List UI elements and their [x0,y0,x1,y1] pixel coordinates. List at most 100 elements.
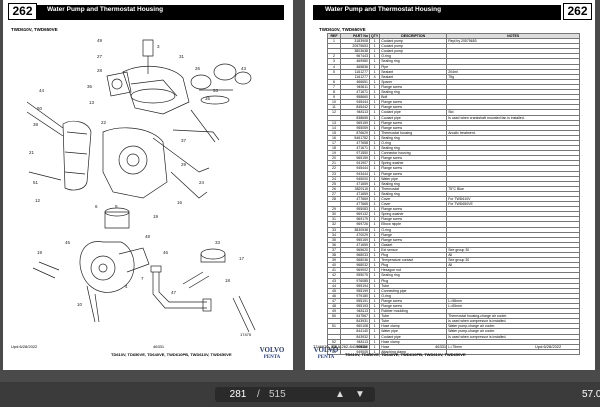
cell-qty: 1 [368,221,381,228]
drawing-reference-number: 17475 [240,332,252,337]
svg-text:48: 48 [145,234,151,239]
cell-notes [446,348,581,355]
caret-down-icon[interactable]: ▼ [355,389,365,400]
cell-qty: 1 [368,201,381,208]
model-subtitle: TWD610V, TWD650VE [11,27,58,32]
cell-qty: 1 [368,160,381,167]
svg-text:33: 33 [215,240,221,245]
total-pages: 515 [269,389,286,400]
cell-qty: 1 [368,99,381,106]
cell-qty: 1 [368,53,381,60]
zoom-level[interactable]: 57.0 [582,389,600,400]
cell-qty: 4 [368,73,381,80]
cell-qty: 1 [368,94,381,101]
svg-text:7: 7 [141,276,144,281]
cell-qty: 1 [368,262,381,269]
page-header: Water Pump and Thermostat Housing [313,5,561,20]
cell-qty: 1 [368,63,381,70]
svg-text:44: 44 [39,88,45,93]
cell-qty: 1 [368,338,381,345]
left-page: Water Pump and Thermostat Housing 262 TW… [3,0,293,370]
right-page: Water Pump and Thermostat Housing 262 TW… [305,0,595,370]
cell-qty: 1 [368,333,381,340]
svg-text:26: 26 [195,66,201,71]
cell-qty: 1 [368,104,381,111]
cell-qty: 1 [368,206,381,213]
svg-text:18: 18 [225,278,231,283]
page-navigator: 281 / 515 ▲ ▼ [215,387,375,402]
footer-models: TD610V, TD650VE, TD640VE, TWD610PB, TWD6… [111,352,232,357]
cell-qty: 1 [368,129,381,136]
cell-qty: 1 [368,277,381,284]
column-header-notes: NOTES [446,32,581,40]
svg-text:47: 47 [171,290,177,295]
cell-qty: 1 [368,38,381,45]
page-number-box: 262 [8,3,37,20]
cell-qty: 1 [368,318,381,325]
svg-text:19: 19 [37,250,43,255]
svg-text:4: 4 [125,284,128,289]
svg-text:50: 50 [37,106,43,111]
cell-qty: 1 [368,216,381,223]
svg-text:36: 36 [87,84,93,89]
cell-qty: 1 [368,252,381,259]
cell-qty: 1 [368,292,381,299]
cell-qty: 1 [368,313,381,320]
cell-qty: 1 [368,211,381,218]
page-separator: / [257,389,260,400]
page-header: Water Pump and Thermostat Housing [9,5,284,20]
model-subtitle: TWD610V, TWD650VE [319,27,366,32]
update-date: Upd:6/28/2022 [11,344,38,349]
caret-up-icon[interactable]: ▲ [335,389,345,400]
table-header-row: REF PART No QTY DESCRIPTION NOTES [327,32,581,40]
logo-line-2: PENTA [317,355,335,360]
svg-text:9: 9 [115,204,118,209]
cell-qty: 1 [368,302,381,310]
cell-qty: 1 [368,308,381,315]
cell-qty: 1 [368,257,381,264]
cell-qty: 1 [368,48,381,55]
cell-qty: 1 [368,297,381,304]
logo-line-1: VOLVO [313,346,339,354]
cell-qty: 1 [368,267,381,274]
cell-qty: 1 [368,328,381,335]
svg-text:43: 43 [241,66,247,71]
svg-text:27: 27 [97,54,103,59]
page-number-box: 262 [563,3,592,20]
svg-text:38: 38 [33,122,39,127]
footer-models: TD610V, TD650VE, TD640VE, TWD610PB, TWD6… [345,352,466,357]
cell-qty: 1 [368,246,381,254]
cell-qty: 1 [368,190,381,198]
svg-text:51: 51 [33,180,39,185]
svg-text:3: 3 [157,44,160,49]
svg-text:37: 37 [181,138,187,143]
cell-qty: 1 [368,83,381,91]
cell-qty: 1 [368,287,381,294]
svg-text:49: 49 [97,38,103,43]
cell-qty: 1 [368,180,381,187]
footer-code: 46331 [435,344,447,349]
logo-line-1: VOLVO [259,346,285,354]
column-header-qty: QTY [368,32,381,40]
cell-qty: 1 [368,139,381,147]
cell-qty: 1 [368,145,381,152]
cell-qty: 1 [368,175,381,182]
svg-text:46: 46 [163,250,169,255]
svg-text:24: 24 [199,180,205,185]
svg-text:35: 35 [205,96,211,101]
cell-qty: 1 [368,236,381,243]
svg-text:31: 31 [179,54,185,59]
svg-text:28: 28 [97,68,103,73]
current-page-input[interactable]: 281 [229,389,247,400]
svg-text:17: 17 [239,256,245,261]
cell-qty: 1 [368,226,381,233]
svg-text:21: 21 [29,150,35,155]
cell-qty: 1 [368,343,381,350]
cell-qty: 1 [368,231,381,238]
cell-qty: 1 [368,150,381,157]
cell-qty: 1 [368,195,381,203]
